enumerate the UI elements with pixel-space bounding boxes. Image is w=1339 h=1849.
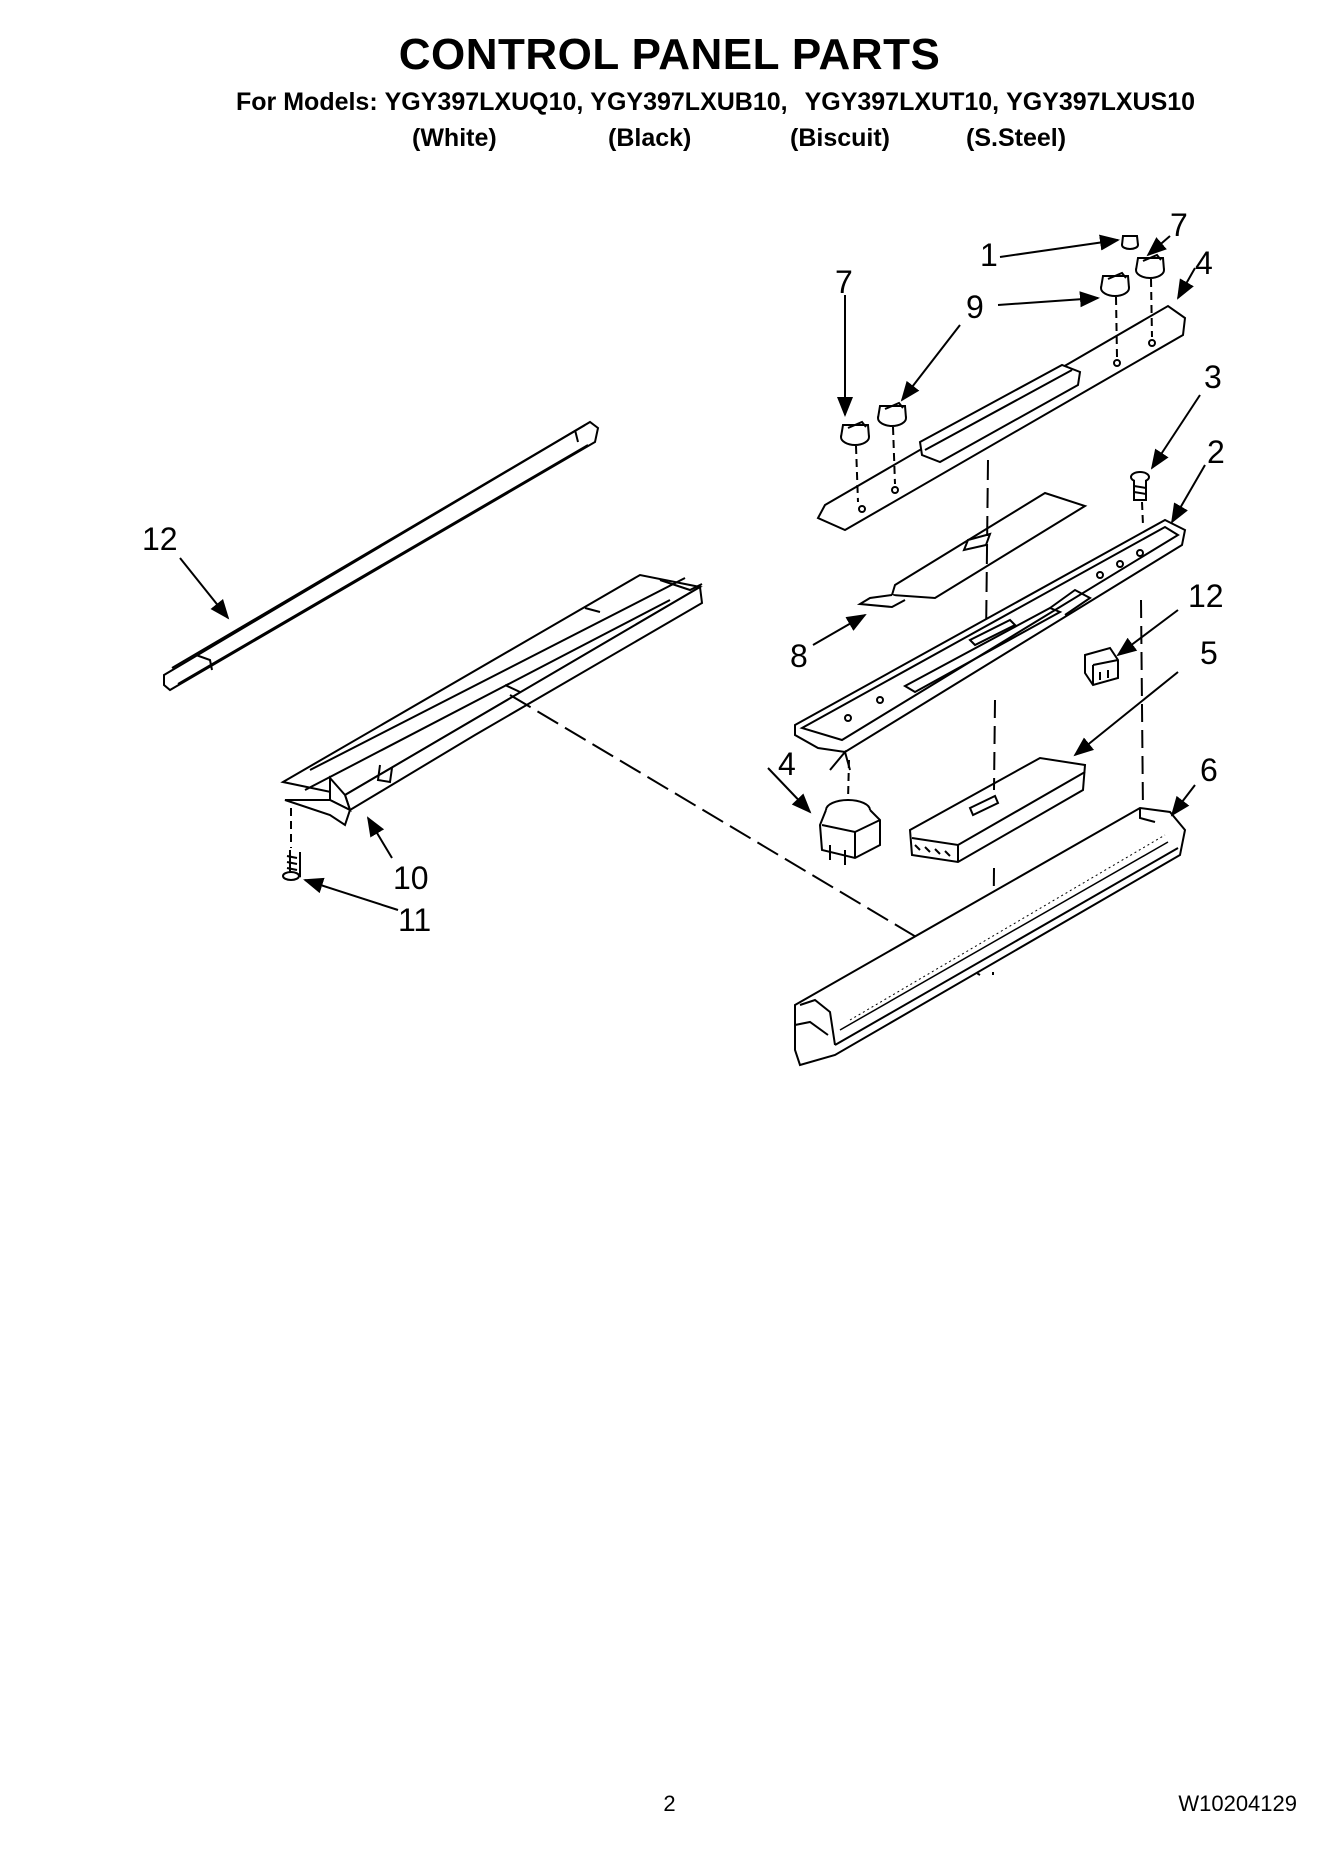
callout-4: 4 xyxy=(1195,245,1213,281)
document-number: W10204129 xyxy=(1178,1791,1297,1816)
callout-7: 7 xyxy=(1170,207,1188,243)
screw-part-3 xyxy=(1130,471,1150,526)
color-biscuit: (Biscuit) xyxy=(790,124,890,152)
callout-7: 7 xyxy=(835,264,853,300)
callout-6: 6 xyxy=(1200,752,1218,788)
callout-10: 10 xyxy=(393,860,429,896)
model-number: YGY397LXUS10 xyxy=(1006,88,1196,116)
control-panel-overlay xyxy=(816,304,1187,532)
switch-part-4 xyxy=(818,759,881,865)
callout-8: 8 xyxy=(790,638,808,674)
page-title: CONTROL PANEL PARTS xyxy=(398,30,941,79)
callout-11: 11 xyxy=(398,902,431,938)
dash-bracket-to-console xyxy=(509,694,981,976)
clip-part-12 xyxy=(1084,646,1119,687)
model-number: YGY397LXUB10, xyxy=(590,88,788,116)
color-white: (White) xyxy=(412,124,497,152)
models-line: For Models: YGY397LXUQ10, YGY397LXUB10, … xyxy=(236,88,1195,117)
callout-9: 9 xyxy=(966,289,984,325)
models-prefix: For Models: xyxy=(236,88,378,116)
callout-5: 5 xyxy=(1200,635,1218,671)
support-bracket xyxy=(280,573,704,827)
callout-1: 1 xyxy=(980,237,998,273)
callout-12: 12 xyxy=(142,521,178,557)
model-number: YGY397LXUQ10, xyxy=(384,88,584,116)
callout-12: 12 xyxy=(1188,578,1224,614)
membrane-switch xyxy=(856,459,1088,641)
console-backguard xyxy=(794,806,1187,1067)
control-panel-frame xyxy=(794,518,1187,771)
dash-frame-to-console xyxy=(1140,599,1144,813)
knob-icon xyxy=(840,235,1165,503)
color-steel: (S.Steel) xyxy=(966,124,1067,152)
color-black: (Black) xyxy=(608,124,692,152)
model-number: YGY397LXUT10, xyxy=(804,88,1000,116)
callout-4: 4 xyxy=(778,746,796,782)
callout-3: 3 xyxy=(1204,359,1222,395)
screw-part-11 xyxy=(282,808,301,881)
page-number: 2 xyxy=(663,1791,676,1816)
callout-leaders xyxy=(179,234,1206,911)
callout-2: 2 xyxy=(1207,434,1225,470)
trim-strip xyxy=(163,420,600,692)
control-board xyxy=(908,699,1087,976)
